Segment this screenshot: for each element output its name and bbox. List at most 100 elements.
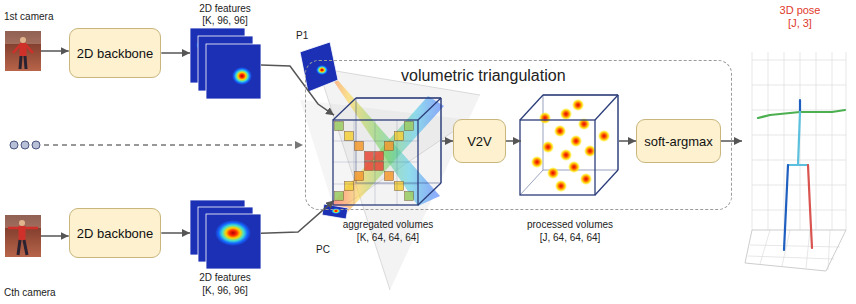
camera-label: P1 <box>296 30 308 42</box>
heatmap-cube <box>560 149 572 161</box>
process-box: soft-argmax <box>636 119 721 163</box>
projection-rays <box>330 96 444 214</box>
voxel-cube <box>333 98 356 120</box>
voxel-cube <box>335 192 344 201</box>
camera-plane <box>316 65 328 75</box>
dimension-label: [J, 64, 64, 64] <box>540 232 601 244</box>
camera-photo <box>20 37 26 43</box>
voxel-cube <box>333 120 418 205</box>
camera-photo <box>19 226 26 240</box>
arrow-connector <box>161 232 190 234</box>
caption: 3D pose <box>780 4 821 17</box>
pose-plot <box>768 52 769 230</box>
heatmap-cube <box>584 145 596 157</box>
camera-photo <box>5 215 41 257</box>
camera-plane <box>322 204 348 219</box>
heatmap-cube <box>547 167 559 179</box>
pose-plot <box>758 100 845 250</box>
heatmap-cube <box>543 95 618 170</box>
pose-plot <box>784 52 785 230</box>
heatmap-cube <box>542 141 554 153</box>
voxel-cube <box>333 141 418 142</box>
camera-label: PC <box>316 244 330 256</box>
voxel-cube <box>356 97 441 98</box>
feature-heatmaps <box>190 200 261 269</box>
camera-photo <box>8 227 19 230</box>
camera-plane <box>322 204 348 219</box>
heatmap-cube <box>617 95 618 170</box>
caption: 1st camera <box>4 11 53 23</box>
heatmap-cube <box>572 99 584 111</box>
camera-photo <box>25 56 26 69</box>
feature-heatmaps <box>206 44 261 99</box>
camera-photo <box>5 31 41 71</box>
camera-image: Cth camera <box>5 215 41 257</box>
pose-plot <box>784 165 788 250</box>
more-cameras <box>21 141 29 149</box>
process-box: 2D backbone <box>69 208 162 258</box>
caption: processed volumes <box>527 219 613 231</box>
voxel-cube <box>335 122 344 131</box>
voxel-cube <box>365 152 374 161</box>
camera-plane <box>331 208 341 214</box>
feature-heatmaps <box>190 28 261 99</box>
voxel-cube <box>333 184 418 185</box>
more-cameras <box>32 141 40 149</box>
voxel-cube <box>375 162 384 171</box>
arrow-connector <box>619 140 636 142</box>
caption: aggregated volumes <box>343 219 434 231</box>
voxel-cube <box>395 132 404 141</box>
heatmap-cube <box>543 94 618 95</box>
pose-plot: 3D pose[J, 3] <box>742 40 850 275</box>
camera-photo <box>5 31 41 71</box>
camera-photo <box>26 45 33 53</box>
feature-heatmaps <box>215 220 251 246</box>
box-label: soft-argmax <box>644 134 713 149</box>
pose-plot <box>752 185 846 186</box>
group-box: volumetric triangulationaggregated volum… <box>305 60 732 210</box>
box-label: V2V <box>467 134 492 149</box>
heatmap-cube <box>531 156 543 168</box>
voxel-cube <box>345 182 354 191</box>
voxel-cube <box>405 122 414 131</box>
camera-photo <box>19 220 25 226</box>
camera-photo <box>5 31 41 44</box>
dimension-label: [K, 96, 96] <box>202 285 248 297</box>
feature-heatmaps <box>206 214 261 269</box>
heatmap-cube <box>539 112 551 124</box>
camera-image: 1st camera <box>5 31 41 71</box>
pose-plot <box>752 52 753 230</box>
voxel-cube <box>355 172 364 181</box>
caption: 2D features <box>199 3 251 15</box>
voxel-cube <box>345 132 354 141</box>
voxel-cube <box>395 182 404 191</box>
voxel-cube <box>375 152 384 161</box>
heatmap-cube <box>520 95 618 195</box>
arrow-connector <box>41 235 69 237</box>
pose-plot <box>799 100 801 112</box>
pose-plot <box>816 52 817 230</box>
dimension-label: [K, 96, 96] <box>202 15 248 27</box>
voxel-cube <box>355 142 364 151</box>
heatmap-cube <box>555 180 567 192</box>
more-cameras <box>10 141 18 149</box>
voxel-cube <box>333 98 441 205</box>
camera-photo <box>5 215 41 257</box>
voxel-cube <box>365 162 374 171</box>
pose-plot <box>800 111 832 113</box>
camera-photo <box>25 227 38 230</box>
pose-plot <box>748 256 834 259</box>
caption: 2D features <box>199 272 251 284</box>
pose-plot <box>760 230 770 264</box>
heatmap-cube <box>520 170 543 195</box>
dimension-label: [K, 64, 64, 64] <box>357 232 419 244</box>
pose-plot <box>846 52 847 230</box>
heatmap-cube <box>568 161 580 173</box>
voxel-cube <box>333 120 418 205</box>
heatmap-cube <box>520 120 595 195</box>
voxel-cube <box>385 142 394 151</box>
arrow-connector <box>261 200 334 233</box>
more-cameras <box>10 141 303 149</box>
group-title: volumetric triangulation <box>401 66 566 85</box>
